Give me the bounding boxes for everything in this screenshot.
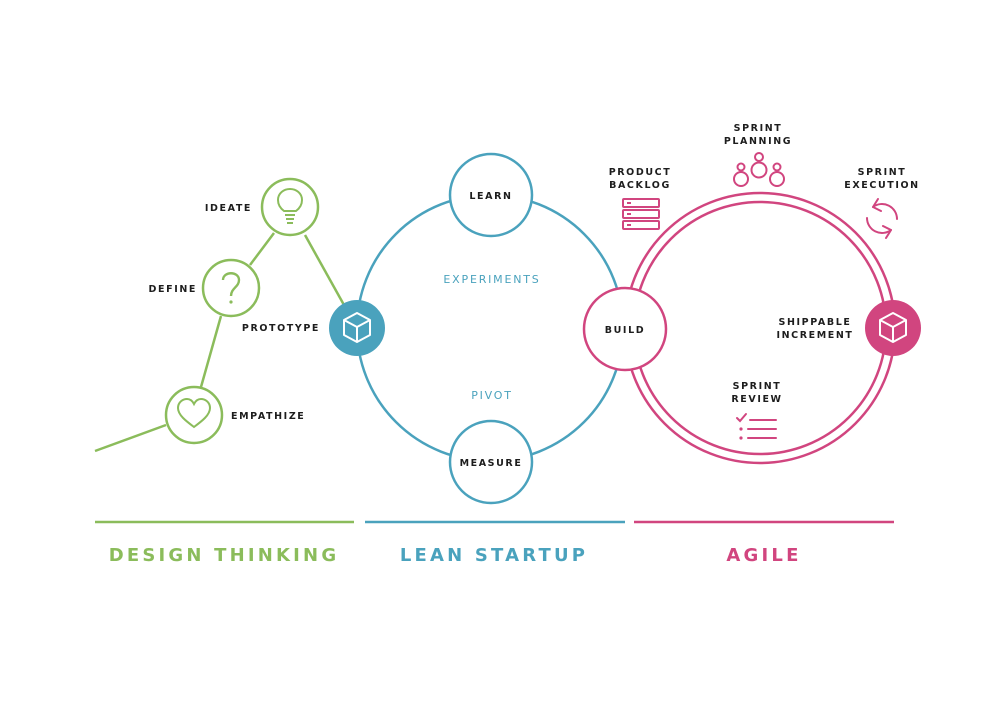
label-sprint-review-1: SPRINT: [733, 381, 782, 392]
label-shippable-increment-2: INCREMENT: [776, 330, 853, 341]
entry-line: [94, 423, 167, 453]
lightbulb-icon: [276, 187, 304, 224]
empathize-node: [164, 385, 224, 445]
cycle-arrows-icon: [866, 198, 898, 239]
label-sprint-planning-1: SPRINT: [734, 123, 783, 134]
label-sprint-execution-2: EXECUTION: [844, 180, 919, 191]
agile-title: AGILE: [726, 545, 801, 566]
label-shippable-increment-1: SHIPPABLE: [779, 317, 852, 328]
prototype-node: [329, 300, 385, 356]
define-node: [201, 258, 261, 318]
label-experiments: EXPERIMENTS: [443, 273, 540, 286]
cube-icon: [879, 312, 907, 343]
cube-icon: [343, 312, 371, 343]
label-learn: LEARN: [469, 191, 512, 202]
build-node: [582, 286, 668, 372]
label-build: BUILD: [605, 325, 645, 336]
connector-define-ideate: [249, 232, 275, 266]
measure-node: [448, 419, 534, 505]
label-sprint-review-2: REVIEW: [731, 394, 782, 405]
learn-node: [448, 152, 534, 238]
heart-icon: [176, 397, 212, 429]
team-icon: [733, 152, 785, 187]
design-thinking-section: [94, 177, 346, 453]
connector-ideate-prototype: [303, 234, 346, 306]
label-sprint-execution-1: SPRINT: [858, 167, 907, 178]
question-icon: [221, 272, 241, 304]
design-thinking-title: DESIGN THINKING: [109, 545, 340, 566]
label-define: DEFINE: [149, 284, 197, 295]
lean-startup-title: LEAN STARTUP: [400, 545, 588, 566]
label-pivot: PIVOT: [471, 389, 513, 402]
agile-inner-loop: [632, 200, 888, 456]
shippable-increment-node: [865, 300, 921, 356]
label-prototype: PROTOTYPE: [242, 323, 320, 334]
connector-empathize-define: [199, 315, 223, 388]
label-product-backlog-1: PRODUCT: [609, 167, 672, 178]
label-measure: MEASURE: [460, 458, 523, 469]
ideate-node: [260, 177, 320, 237]
label-empathize: EMPATHIZE: [231, 411, 305, 422]
lean-startup-section: [355, 152, 625, 505]
checklist-icon: [736, 413, 777, 440]
label-product-backlog-2: BACKLOG: [609, 180, 671, 191]
backlog-stack-icon: [622, 198, 660, 230]
label-sprint-planning-2: PLANNING: [724, 136, 792, 147]
label-ideate: IDEATE: [205, 203, 252, 214]
